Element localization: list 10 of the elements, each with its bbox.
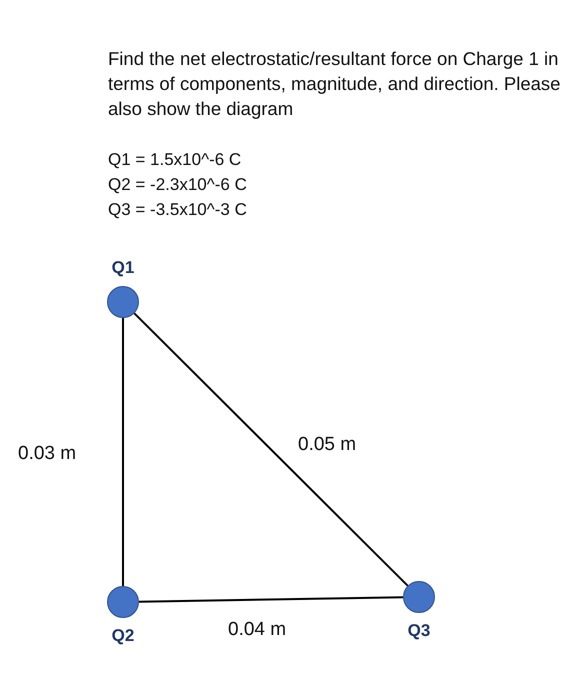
charge-label: Q3: [408, 621, 430, 641]
charge-value: Q1 = 1.5x10^-6 C: [108, 150, 242, 170]
charge-value: Q3 = -3.5x10^-3 C: [108, 200, 247, 220]
side-line: [134, 312, 408, 586]
charge-label: Q2: [112, 626, 134, 646]
charge-label: Q1: [112, 258, 134, 278]
side-line: [122, 318, 124, 586]
side-line: [138, 596, 404, 603]
question-text: Find the net electrostatic/resultant force on Charge 1 in terms of components, magnitude, and direction. Please also show the diagram: [108, 47, 562, 121]
charge-value: Q2 = -2.3x10^-6 C: [108, 175, 247, 195]
